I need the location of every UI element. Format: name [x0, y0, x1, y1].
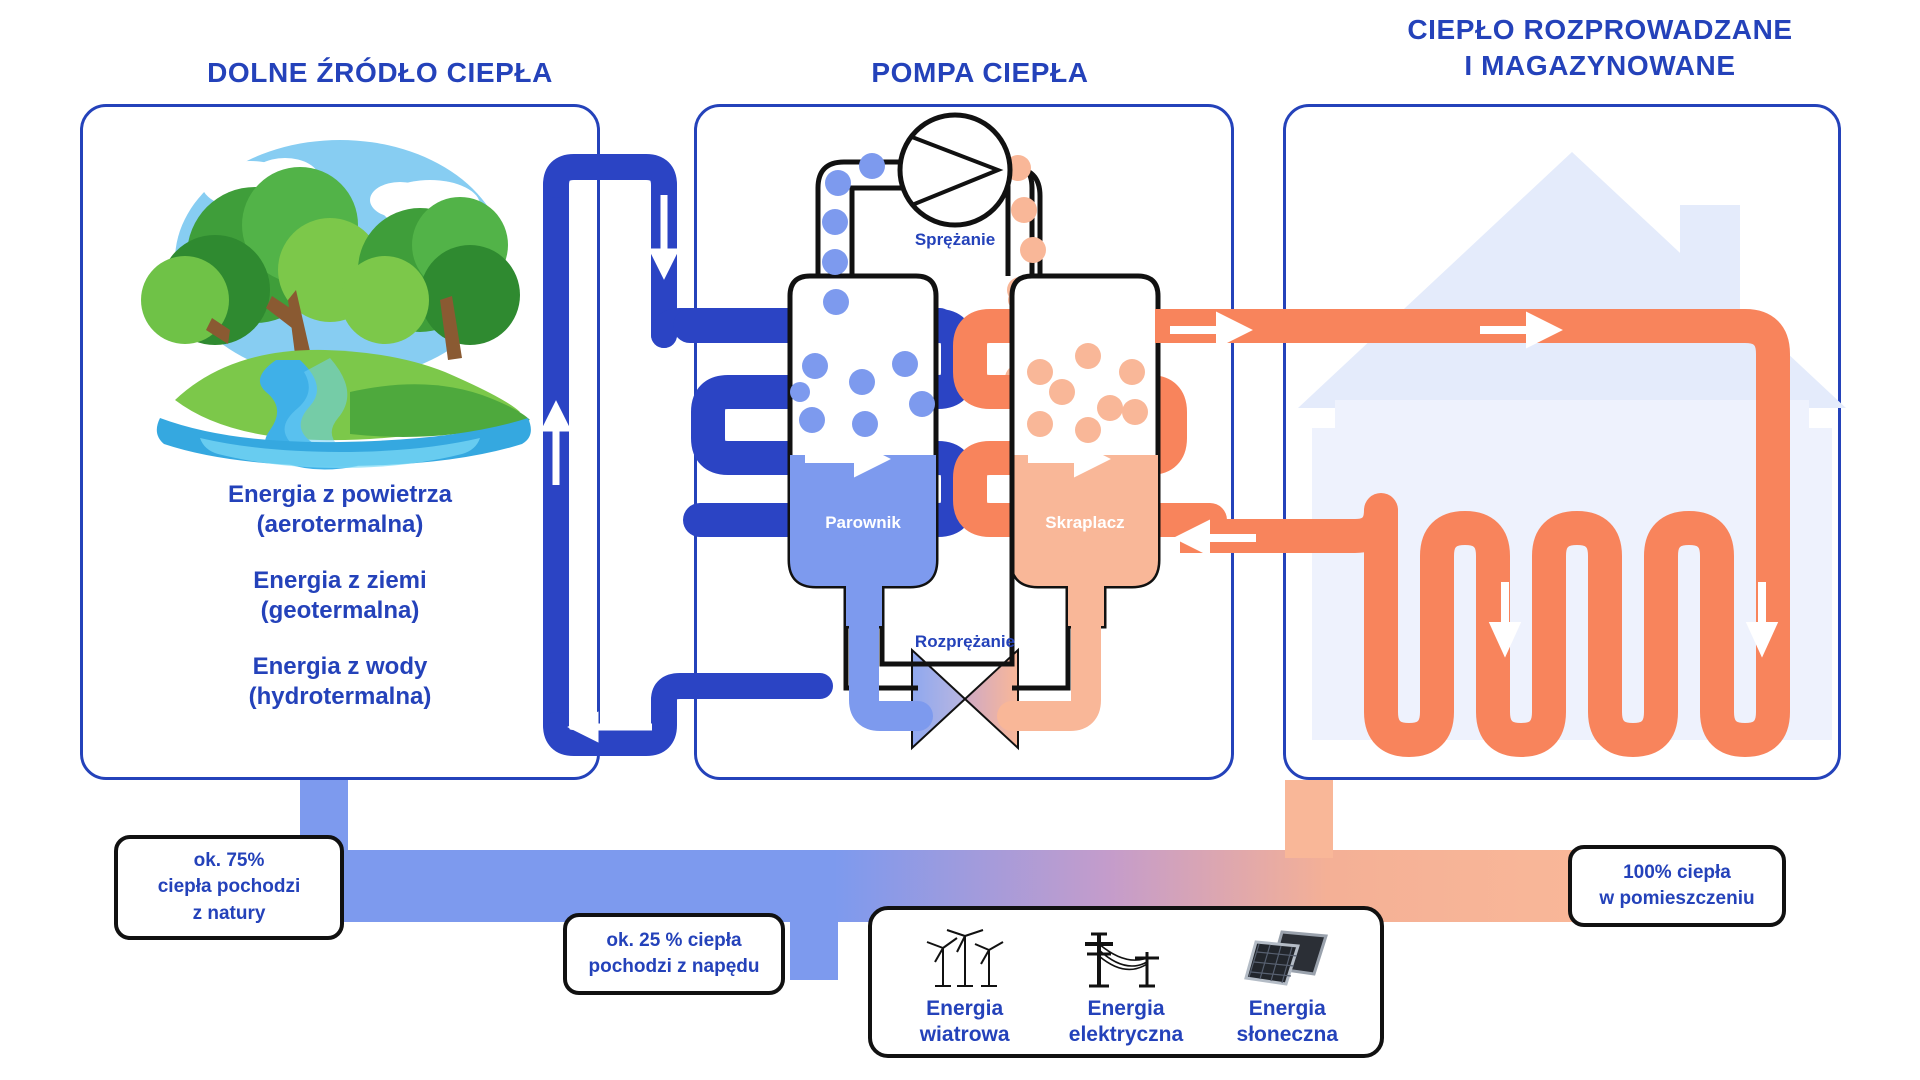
- callout-nature: ok. 75% ciepła pochodzi z natury: [114, 835, 344, 940]
- source-water-line2: (hydrotermalna): [248, 683, 432, 710]
- compressor-icon: [897, 112, 1013, 228]
- source-ground-line1: Energia z ziemi: [253, 567, 427, 594]
- connector-stub-drive: [790, 910, 838, 980]
- source-types-list: Energia z powietrza (aerotermalna) Energ…: [80, 480, 600, 712]
- energy-sources-box: Energia wiatrowa: [868, 906, 1384, 1058]
- callout-indoor: 100% ciepła w pomieszczeniu: [1568, 845, 1786, 927]
- callout-indoor-line1: 100% ciepła: [1623, 861, 1731, 883]
- wind-label-line1: Energia: [926, 997, 1004, 1020]
- condenser-arrows: [1028, 440, 1111, 478]
- source-type-air: Energia z powietrza (aerotermalna): [80, 480, 600, 540]
- solar-panel-icon: [1240, 924, 1334, 990]
- solar-label-line1: Energia: [1248, 997, 1326, 1020]
- callout-drive-line2: pochodzi z napędu: [588, 956, 760, 977]
- panel-title-distribution: CIEPŁO ROZPROWADZANE I MAGAZYNOWANE: [1290, 12, 1910, 84]
- energy-source-solar-label: Energia słoneczna: [1237, 996, 1339, 1049]
- label-expansion: Rozprężanie: [914, 632, 1016, 651]
- distribution-title-line2: I MAGAZYNOWANE: [1464, 49, 1736, 81]
- underfloor-heating-coil: [1364, 511, 1790, 757]
- callout-nature-line1: ok. 75%: [193, 850, 265, 872]
- callout-nature-line2: ciepła pochodzi: [157, 876, 301, 898]
- distribution-title-line1: CIEPŁO ROZPROWADZANE: [1407, 14, 1793, 45]
- energy-source-wind-label: Energia wiatrowa: [920, 996, 1010, 1049]
- condenser-liquid-line: [997, 545, 1101, 731]
- evaporator-arrows: [805, 307, 891, 478]
- label-evaporator: Parownik: [825, 513, 901, 532]
- energy-source-electric: Energia elektryczna: [1051, 924, 1201, 1049]
- panel-title-source: DOLNE ŹRÓDŁO CIEPŁA: [207, 57, 553, 88]
- connector-stub-distribution: [1285, 780, 1333, 858]
- source-air-line2: (aerotermalna): [256, 511, 424, 538]
- condenser-wrap-pipes: [953, 309, 1227, 537]
- callout-indoor-line2: w pomieszczeniu: [1599, 888, 1755, 909]
- energy-source-electric-label: Energia elektryczna: [1069, 996, 1183, 1049]
- panel-title-pump: POMPA CIEPŁA: [871, 57, 1089, 88]
- solar-label-line2: słoneczna: [1236, 1023, 1339, 1047]
- label-condenser: Skraplacz: [1045, 513, 1125, 532]
- energy-source-wind: Energia wiatrowa: [890, 924, 1040, 1049]
- power-line-icon: [1077, 924, 1175, 990]
- energy-source-solar: Energia słoneczna: [1212, 924, 1362, 1049]
- distribution-arrows: [1170, 311, 1779, 658]
- source-air-line1: Energia z powietrza: [227, 481, 453, 508]
- evaporator-liquid-line: [849, 545, 933, 731]
- source-type-ground: Energia z ziemi (geotermalna): [80, 566, 600, 626]
- valve-connection-pipes: [843, 430, 1071, 691]
- label-compression: Sprężanie: [914, 230, 996, 249]
- electric-label-line2: elektryczna: [1068, 1023, 1184, 1047]
- distribution-supply-pipe: [1155, 309, 1790, 700]
- nature-illustration: [141, 140, 531, 470]
- source-water-line1: Energia z wody: [252, 653, 428, 680]
- callout-drive-line1: ok. 25 % ciepła: [606, 929, 742, 951]
- source-ground-line2: (geotermalna): [260, 597, 420, 624]
- callout-drive: ok. 25 % ciepła pochodzi z napędu: [563, 913, 785, 995]
- electric-label-line1: Energia: [1087, 997, 1165, 1020]
- source-loop-arrows: [540, 195, 680, 743]
- callout-nature-line3: z natury: [192, 902, 266, 924]
- compressor-suction-bubbles: [822, 153, 885, 315]
- wind-turbine-icon: [919, 924, 1011, 990]
- wind-label-line2: wiatrowa: [919, 1023, 1010, 1047]
- source-type-water: Energia z wody (hydrotermalna): [80, 652, 600, 712]
